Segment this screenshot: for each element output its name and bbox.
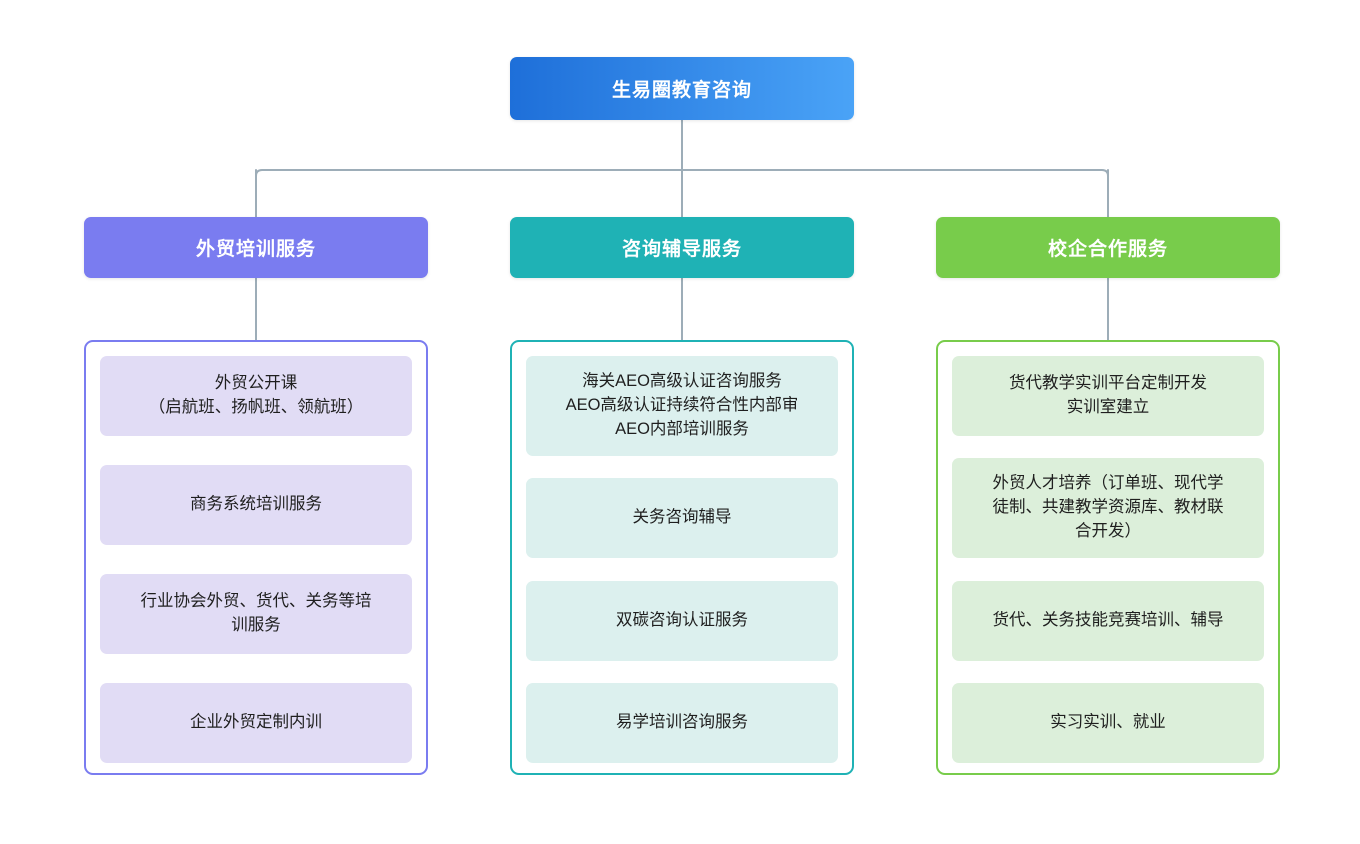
- leaf-node[interactable]: 企业外贸定制内训: [100, 683, 412, 763]
- leaf-node[interactable]: 易学培训咨询服务: [526, 682, 838, 763]
- branch-header-label: 咨询辅导服务: [621, 239, 742, 260]
- leaf-node-line: 实训室建立: [1066, 398, 1150, 416]
- leaf-node[interactable]: 双碳咨询认证服务: [526, 580, 838, 661]
- leaf-node[interactable]: 外贸人才培养（订单班、现代学徒制、共建教学资源库、教材联合开发）: [952, 458, 1264, 559]
- leaf-spacer: [526, 661, 838, 683]
- leaf-node[interactable]: 货代、关务技能竞赛培训、辅导: [952, 580, 1264, 661]
- connector-bus: [255, 169, 1109, 177]
- branch-body-consulting-tutoring: 海关AEO高级认证咨询服务 AEO高级认证持续符合性内部审 AEO内部培训服务关务咨…: [510, 340, 854, 775]
- leaf-node-line: 训服务: [231, 616, 281, 634]
- leaf-node[interactable]: 货代教学实训平台定制开发实训室建立: [952, 356, 1264, 436]
- root-node[interactable]: 生易圈教育咨询: [510, 57, 854, 120]
- leaf-node-line: 易学培训咨询服务: [616, 713, 748, 732]
- leaf-spacer: [952, 436, 1264, 458]
- leaf-node-line: 外贸公开课: [214, 374, 298, 393]
- leaf-node-line: 商务系统培训服务: [190, 495, 322, 514]
- branch-header-foreign-trade-training[interactable]: 外贸培训服务: [84, 217, 428, 278]
- leaf-spacer: [526, 558, 838, 580]
- leaf-node-line: 外贸人才培养（订单班、现代学: [992, 474, 1224, 493]
- leaf-node[interactable]: 海关AEO高级认证咨询服务 AEO高级认证持续符合性内部审 AEO内部培训服务: [526, 356, 838, 456]
- leaf-spacer: [526, 456, 838, 478]
- leaf-node[interactable]: 关务咨询辅导: [526, 478, 838, 559]
- branch-body-foreign-trade-training: 外贸公开课 （启航班、扬帆班、领航班） 商务系统培训服务行业协会外贸、货代、关务等培…: [84, 340, 428, 775]
- branch-header-label: 外贸培训服务: [195, 239, 316, 260]
- leaf-node-line: 合开发）: [1075, 522, 1141, 541]
- leaf-node-line: 关务咨询辅导: [632, 508, 732, 527]
- leaf-spacer: [100, 545, 412, 574]
- leaf-spacer: [100, 436, 412, 465]
- leaf-node[interactable]: 行业协会外贸、货代、关务等培训服务: [100, 574, 412, 654]
- leaf-spacer: [100, 654, 412, 683]
- branch-header-school-enterprise-cooperation[interactable]: 校企合作服务: [936, 217, 1280, 278]
- leaf-spacer: [952, 558, 1264, 580]
- branch-body-school-enterprise-cooperation: 货代教学实训平台定制开发实训室建立外贸人才培养（订单班、现代学徒制、共建教学资源…: [936, 340, 1280, 775]
- branch-header-consulting-tutoring[interactable]: 咨询辅导服务: [510, 217, 854, 278]
- leaf-node-line: 企业外贸定制内训: [190, 713, 322, 732]
- leaf-node[interactable]: 商务系统培训服务: [100, 465, 412, 545]
- root-node-label: 生易圈教育咨询: [611, 80, 752, 101]
- leaf-node-line: AEO内部培训服务: [615, 419, 749, 438]
- leaf-node-line: 双碳咨询认证服务: [616, 610, 748, 629]
- leaf-node-line: 货代、关务技能竞赛培训、辅导: [992, 610, 1224, 629]
- leaf-node-line: AEO高级认证持续符合性内部审: [565, 396, 799, 415]
- leaf-node-line: 货代教学实训平台定制开发: [1009, 374, 1207, 393]
- leaf-node-line: （启航班、扬帆班、领航班）: [148, 398, 364, 416]
- leaf-node[interactable]: 实习实训、就业: [952, 682, 1264, 763]
- leaf-node-line: 行业协会外贸、货代、关务等培: [140, 592, 372, 611]
- leaf-node-line: 海关AEO高级认证咨询服务: [582, 372, 782, 391]
- leaf-node-line: 徒制、共建教学资源库、教材联: [992, 498, 1224, 517]
- leaf-spacer: [952, 661, 1264, 683]
- leaf-node[interactable]: 外贸公开课 （启航班、扬帆班、领航班）: [100, 356, 412, 436]
- branch-header-label: 校企合作服务: [1047, 239, 1168, 260]
- leaf-node-line: 实习实训、就业: [1050, 713, 1166, 732]
